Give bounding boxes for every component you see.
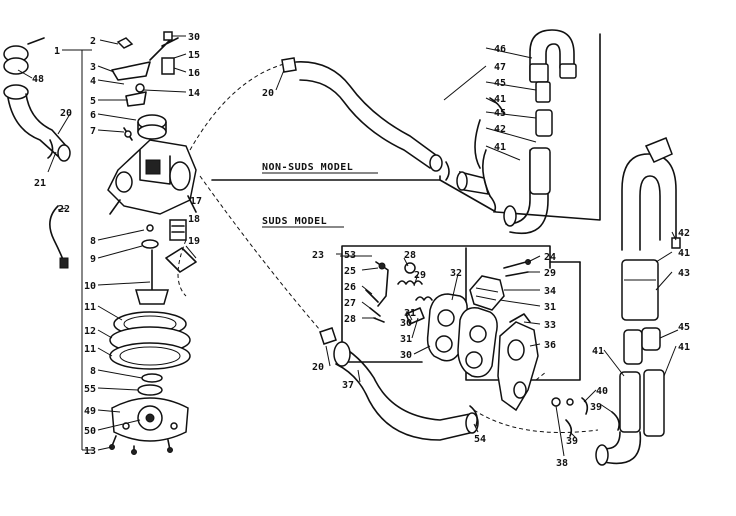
part-label: 45	[678, 322, 690, 333]
part-label: 20	[262, 88, 274, 99]
part-label: 26	[344, 282, 356, 293]
part-label: 19	[188, 236, 200, 247]
part-label: 48	[32, 74, 44, 85]
part-label: 9	[90, 254, 96, 265]
part-label: 11	[84, 344, 96, 355]
part-label: 54	[474, 434, 486, 445]
suds-model	[319, 137, 681, 466]
part-label: 27	[344, 298, 356, 309]
part-label: 42	[678, 228, 690, 239]
part-label: 4	[90, 76, 96, 87]
part-label: 28	[344, 314, 356, 325]
part-label: 28	[404, 250, 416, 261]
part-label: 3	[90, 62, 96, 73]
part-label: 41	[678, 342, 690, 353]
part-label: 18	[188, 214, 200, 225]
pump-assembly	[62, 31, 197, 455]
part-label: 30	[188, 32, 200, 43]
part-label: 33	[544, 320, 556, 331]
part-label: 7	[90, 126, 96, 137]
part-label: 5	[90, 96, 96, 107]
part-label: 29	[414, 270, 426, 281]
part-label: 31	[404, 308, 416, 319]
leader-lines	[17, 35, 679, 457]
part-label: 11	[84, 302, 96, 313]
part-label: 32	[450, 268, 462, 279]
part-label: 41	[592, 346, 604, 357]
part-label: 8	[90, 366, 96, 377]
part-label: 10	[84, 281, 96, 292]
part-label: 55	[84, 384, 96, 395]
part-label: 53	[344, 250, 356, 261]
part-label: 40	[596, 386, 608, 397]
part-label: 12	[84, 326, 96, 337]
part-label: 8	[90, 236, 96, 247]
part-label: 17	[190, 196, 202, 207]
part-label: 15	[188, 50, 200, 61]
part-label: 31	[400, 334, 412, 345]
part-label: 39	[566, 436, 578, 447]
part-label: 39	[590, 402, 602, 413]
part-label: 6	[90, 110, 96, 121]
part-label: 46	[494, 44, 506, 55]
part-label: 43	[678, 268, 690, 279]
part-label: 25	[344, 266, 356, 277]
suds-model-label: SUDS MODEL	[262, 216, 327, 227]
part-label: 23	[312, 250, 324, 261]
part-label: 1	[54, 46, 60, 57]
part-label: 45	[494, 78, 506, 89]
part-number-labels: 1 2 3 4 5 6 7 8 9 10 11 12 11 8 55 49 50…	[32, 32, 690, 469]
part-label: 30	[400, 318, 412, 329]
part-label: 41	[494, 94, 506, 105]
part-label: 41	[678, 248, 690, 259]
part-label: 49	[84, 406, 96, 417]
part-label: 29	[544, 268, 556, 279]
part-label: 20	[60, 108, 72, 119]
part-label: 41	[494, 142, 506, 153]
part-label: 13	[84, 446, 96, 457]
connection-lines	[177, 63, 599, 433]
inlet-hoses-left	[3, 37, 71, 269]
part-label: 24	[544, 252, 556, 263]
non-suds-model-label: NON-SUDS MODEL	[262, 162, 353, 173]
part-label: 31	[544, 302, 556, 313]
non-suds-model	[211, 29, 601, 234]
part-label: 22	[58, 204, 70, 215]
part-label: 50	[84, 426, 96, 437]
part-label: 30	[400, 350, 412, 361]
part-label: 47	[494, 62, 506, 73]
part-label: 45	[494, 108, 506, 119]
part-label: 38	[556, 458, 568, 469]
part-label: 21	[34, 178, 46, 189]
part-label: 34	[544, 286, 556, 297]
part-label: 16	[188, 68, 200, 79]
part-label: 37	[342, 380, 354, 391]
part-label: 20	[312, 362, 324, 373]
part-label: 14	[188, 88, 200, 99]
part-label: 42	[494, 124, 506, 135]
part-label: 2	[90, 36, 96, 47]
part-label: 36	[544, 340, 556, 351]
